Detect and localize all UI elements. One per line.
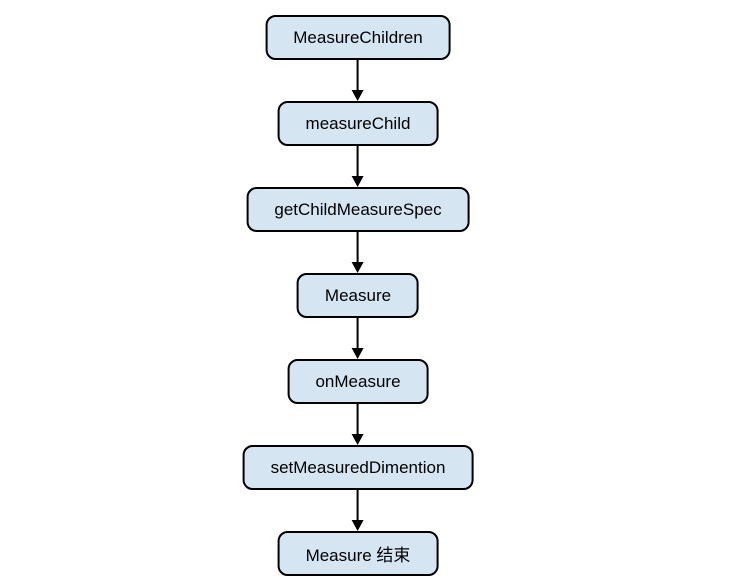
flow-node-label: measureChild	[305, 113, 411, 133]
arrow-head-icon	[352, 434, 364, 445]
arrow-head-icon	[352, 262, 364, 273]
flow-node-measurechildren: MeasureChildren	[265, 15, 451, 60]
flow-node-measure-end: Measure 结束	[277, 531, 439, 576]
flow-node-measure: Measure	[296, 273, 420, 318]
flow-arrow	[352, 146, 364, 187]
arrow-shaft	[357, 404, 359, 434]
arrow-shaft	[357, 232, 359, 262]
flowchart: MeasureChildren measureChild getChildMea…	[242, 15, 474, 576]
flow-node-label: setMeasuredDimention	[270, 457, 446, 477]
flow-arrow	[352, 404, 364, 445]
arrow-shaft	[357, 60, 359, 90]
arrow-head-icon	[352, 520, 364, 531]
flow-node-onmeasure: onMeasure	[287, 359, 429, 404]
flow-node-label: getChildMeasureSpec	[274, 199, 442, 219]
flow-node-label: Measure 结束	[305, 546, 411, 565]
arrow-head-icon	[352, 176, 364, 187]
arrow-shaft	[357, 318, 359, 348]
flow-node-measurechild: measureChild	[277, 101, 439, 146]
flow-node-label: onMeasure	[315, 371, 401, 391]
arrow-head-icon	[352, 90, 364, 101]
flow-node-getchildmeasurespec: getChildMeasureSpec	[246, 187, 470, 232]
flow-arrow	[352, 232, 364, 273]
flow-node-label: MeasureChildren	[293, 27, 423, 47]
flow-arrow	[352, 318, 364, 359]
arrow-shaft	[357, 490, 359, 520]
flow-node-label: Measure	[324, 285, 392, 305]
flow-arrow	[352, 60, 364, 101]
flow-node-setmeasureddimention: setMeasuredDimention	[242, 445, 474, 490]
flow-arrow	[352, 490, 364, 531]
arrow-shaft	[357, 146, 359, 176]
arrow-head-icon	[352, 348, 364, 359]
